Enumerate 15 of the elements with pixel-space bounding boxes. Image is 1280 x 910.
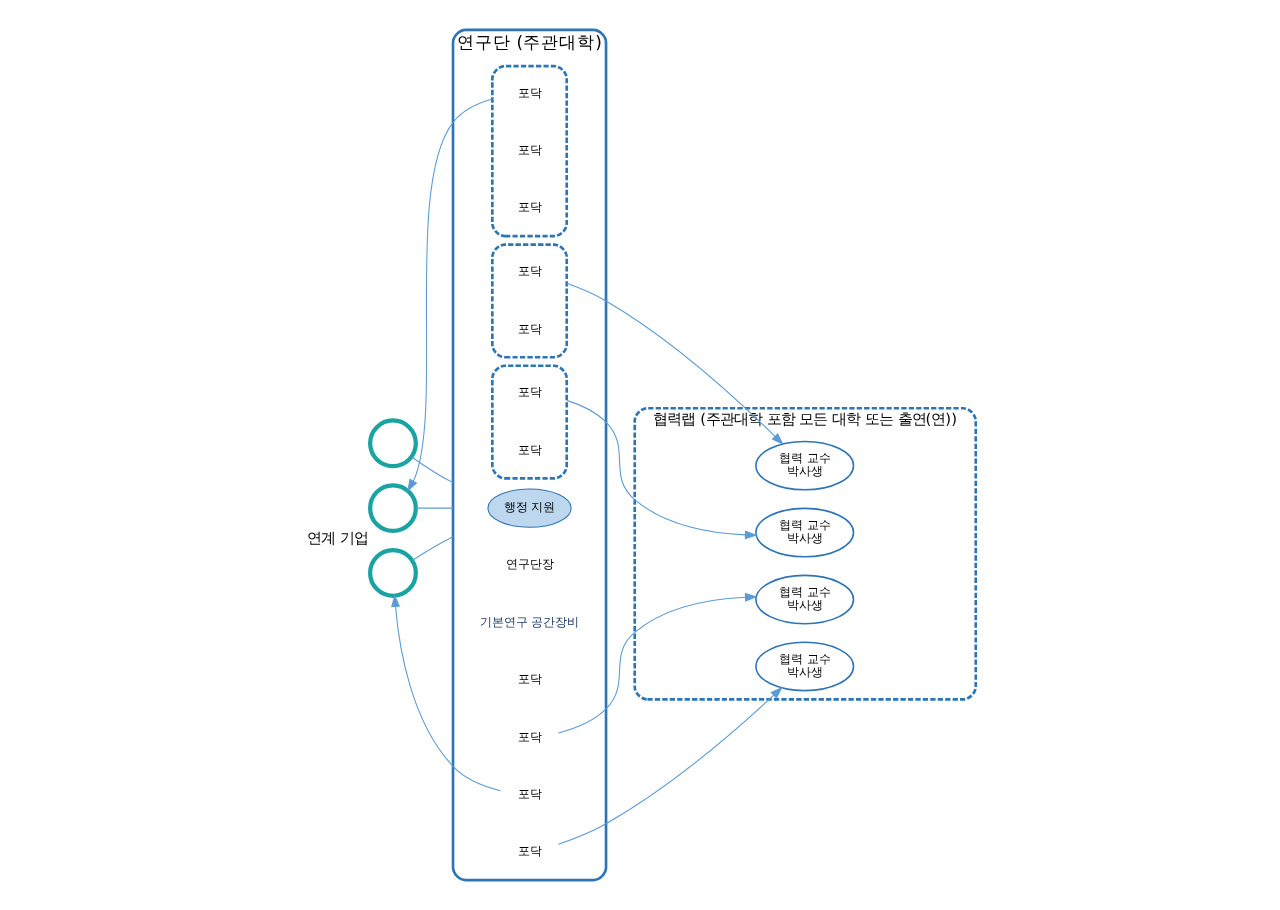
node-circle xyxy=(368,483,418,534)
arrow xyxy=(566,399,758,540)
cluster xyxy=(491,364,569,480)
cluster xyxy=(491,243,569,359)
arrow xyxy=(557,592,758,734)
cluster xyxy=(491,64,569,238)
arrow xyxy=(391,594,502,792)
node-circle xyxy=(368,548,418,598)
arrow xyxy=(557,686,783,845)
connector xyxy=(415,507,454,509)
arrow xyxy=(566,282,784,446)
node-circle xyxy=(368,418,418,469)
connector xyxy=(411,456,454,484)
arrow xyxy=(407,98,493,492)
connector xyxy=(412,536,454,561)
